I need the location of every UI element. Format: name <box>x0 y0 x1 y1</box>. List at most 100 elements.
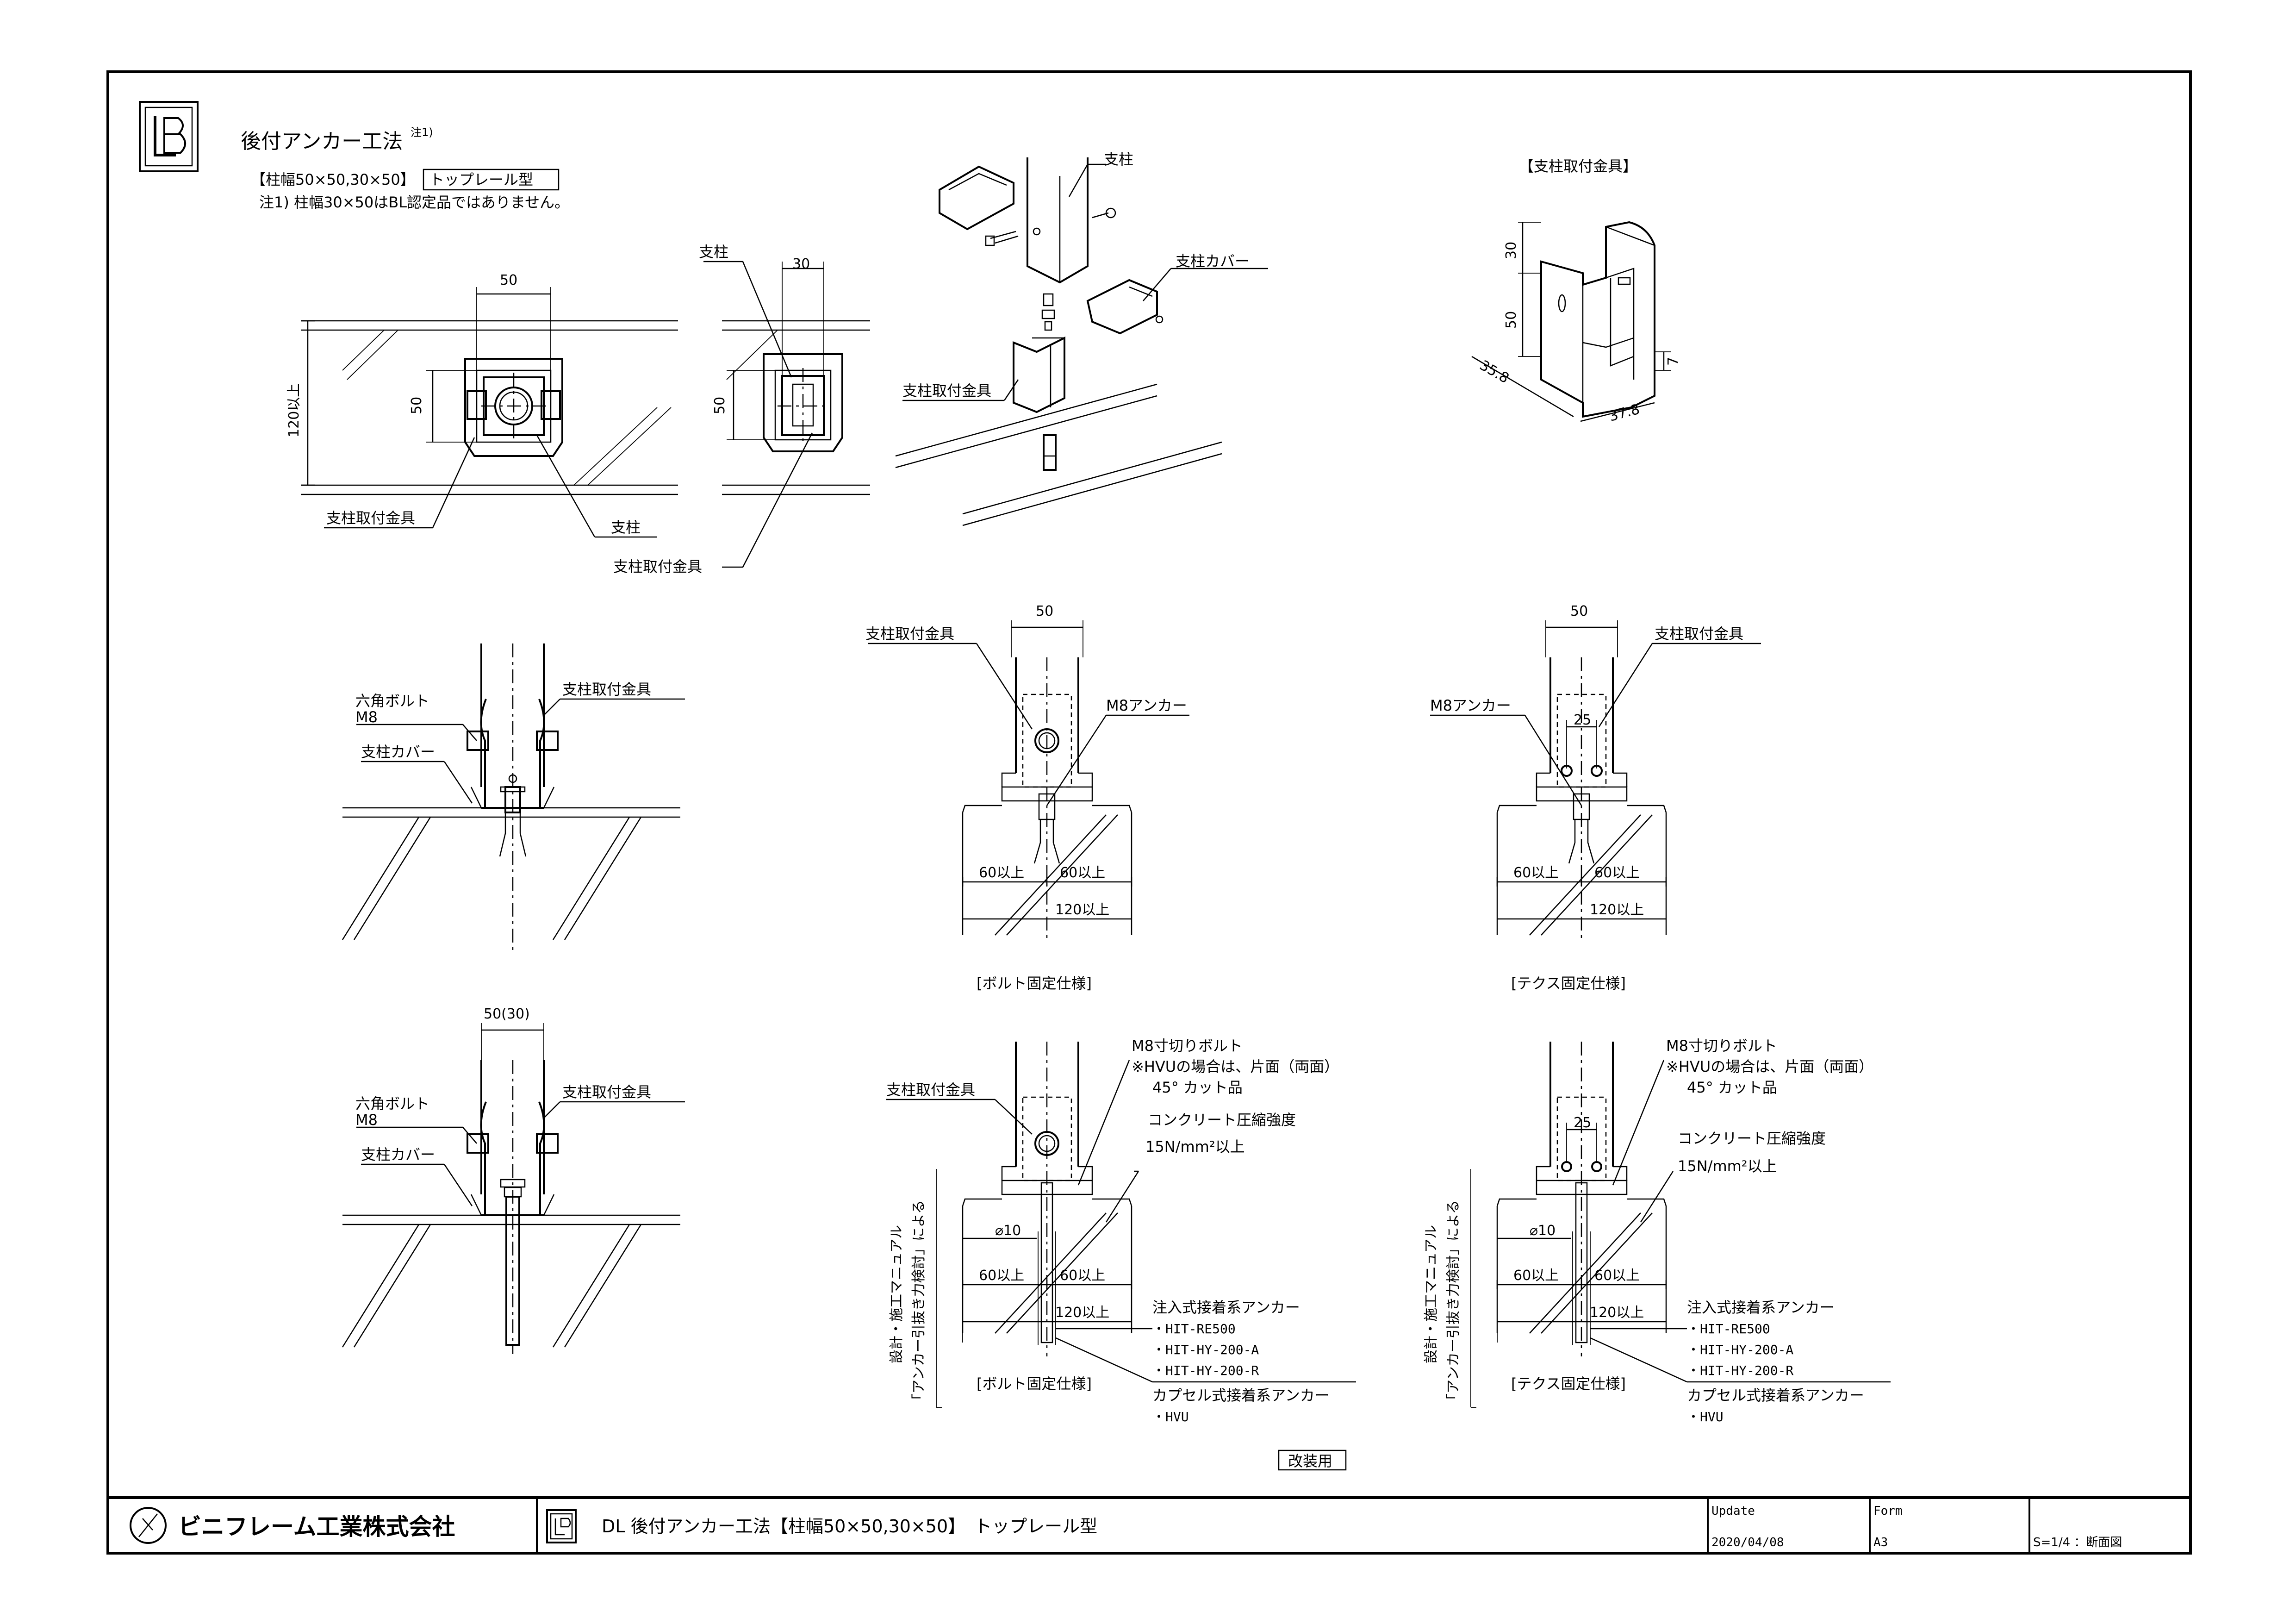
tex-top-label-bracket: 支柱取付金具 <box>1655 625 1743 643</box>
plan-left-overall-dim: 120以上 <box>286 383 302 437</box>
bracket-dim-50: 50 <box>1503 311 1519 329</box>
tex-bottom-vertical-note-2: 「アンカー引抜き力検討」による <box>1445 1200 1462 1407</box>
bolt-bottom-label-bolt: M8寸切りボルト <box>1132 1037 1243 1055</box>
tex-top-dim-left: 60以上 <box>1513 865 1559 881</box>
tex-bottom-anchor-type-2: カプセル式接着系アンカー <box>1687 1387 1864 1404</box>
tex-bottom-note-cut: 45° カット品 <box>1687 1079 1777 1096</box>
tex-bottom-anchor-item-4: ・HVU <box>1687 1409 1724 1424</box>
side-section-top <box>342 643 685 954</box>
drawing-frame <box>106 70 2192 1555</box>
update-value: 2020/04/08 <box>1711 1536 1784 1549</box>
bracket-dim-35-8: 35.8 <box>1477 357 1512 387</box>
tex-top-pitch: 25 <box>1574 712 1591 728</box>
bolt-bottom-anchor-item-2: ・HIT-HY-200-A <box>1152 1342 1259 1357</box>
company-name: ビニフレーム工業株式会社 <box>178 1513 455 1540</box>
side-top-label-bolt: 六角ボルト <box>355 692 429 710</box>
tex-top-dim-right: 60以上 <box>1594 865 1640 881</box>
spec-bracket: 【柱幅50×50,30×50】 <box>251 171 415 188</box>
page-title: 後付アンカー工法 <box>241 130 403 153</box>
plan-left-width-dim: 50 <box>500 272 517 288</box>
revision-label: 改装用 <box>1288 1452 1332 1470</box>
update-label: Update <box>1711 1504 1755 1518</box>
bolt-bottom-anchor-item-1: ・HIT-RE500 <box>1152 1321 1236 1337</box>
drawing-title: DL 後付アンカー工法【柱幅50×50,30×50】 トップレール型 <box>602 1516 1097 1537</box>
side-section-bottom <box>342 1023 685 1354</box>
bolt-bottom-dim-right: 60以上 <box>1060 1268 1105 1284</box>
tex-bottom-concrete: コンクリート圧縮強度 <box>1678 1130 1826 1147</box>
tex-bottom-pitch: 25 <box>1574 1115 1591 1131</box>
bolt-bottom-anchor-type-1: 注入式接着系アンカー <box>1152 1299 1300 1316</box>
plan-right-width-dim: 30 <box>792 256 810 272</box>
tex-bottom-anchor-item-3: ・HIT-HY-200-R <box>1687 1363 1793 1378</box>
side-bottom-label-bolt-size: M8 <box>355 1111 378 1129</box>
side-top-label-cover: 支柱カバー <box>361 743 435 761</box>
bracket-detail-iso <box>1471 221 1671 422</box>
plan-left-label-post: 支柱 <box>611 518 641 536</box>
bolt-fix-bottom-section <box>886 1042 1356 1408</box>
title-block <box>130 1498 2030 1553</box>
bolt-bottom-caption: [ボルト固定仕様] <box>977 1375 1092 1393</box>
tex-top-dim-total: 120以上 <box>1590 902 1644 918</box>
bolt-top-dim-left: 60以上 <box>979 865 1024 881</box>
tex-bottom-anchor-type-1: 注入式接着系アンカー <box>1687 1299 1835 1316</box>
title-note-mark: 注1) <box>411 126 433 139</box>
tex-bottom-dim-left: 60以上 <box>1513 1268 1559 1284</box>
bolt-bottom-concrete: コンクリート圧縮強度 <box>1148 1111 1296 1129</box>
plan-view-right <box>703 261 870 568</box>
tex-top-caption: [テクス固定仕様] <box>1511 974 1626 992</box>
side-bottom-width-dim: 50(30) <box>484 1006 530 1022</box>
bolt-top-dim-right: 60以上 <box>1060 865 1105 881</box>
tex-bottom-anchor-item-2: ・HIT-HY-200-A <box>1687 1342 1793 1357</box>
bolt-bottom-dia: ⌀10 <box>995 1223 1021 1239</box>
side-bottom-label-bracket: 支柱取付金具 <box>562 1083 651 1101</box>
bolt-bottom-vertical-note-1: 設計・施工マニュアル <box>889 1225 905 1363</box>
bracket-dim-30: 30 <box>1503 242 1519 259</box>
bolt-bottom-label-bracket: 支柱取付金具 <box>886 1081 975 1099</box>
bolt-bottom-anchor-type-2: カプセル式接着系アンカー <box>1152 1387 1330 1404</box>
iso-label-cover: 支柱カバー <box>1176 252 1250 270</box>
spec-type: トップレール型 <box>429 171 533 188</box>
side-top-label-bolt-size: M8 <box>355 708 378 726</box>
bolt-top-label-bracket: 支柱取付金具 <box>865 625 954 643</box>
bolt-top-caption: [ボルト固定仕様] <box>977 974 1092 992</box>
bracket-dim-7: 7 <box>1665 357 1681 366</box>
tex-fix-bottom-section <box>1470 1042 1891 1408</box>
tex-bottom-dim-total: 120以上 <box>1590 1305 1644 1321</box>
side-bottom-label-cover: 支柱カバー <box>361 1146 435 1163</box>
bracket-detail-title: 【支柱取付金具】 <box>1519 157 1637 175</box>
iso-exploded-view <box>895 157 1268 526</box>
form-label: Form <box>1873 1504 1903 1518</box>
tex-bottom-dia: ⌀10 <box>1530 1223 1556 1239</box>
bolt-bottom-dim-total: 120以上 <box>1055 1305 1109 1321</box>
tex-fix-top-section <box>1430 620 1761 940</box>
side-top-label-bracket: 支柱取付金具 <box>562 681 651 698</box>
bolt-bottom-vertical-note-2: 「アンカー引抜き力検討」による <box>911 1200 927 1407</box>
tex-bottom-vertical-note-1: 設計・施工マニュアル <box>1423 1225 1439 1363</box>
revision-box <box>1278 1449 1347 1471</box>
side-bottom-label-bolt: 六角ボルト <box>355 1095 429 1112</box>
bolt-bottom-anchor-item-3: ・HIT-HY-200-R <box>1152 1363 1259 1378</box>
bolt-bottom-dim-left: 60以上 <box>979 1268 1024 1284</box>
form-value: A3 <box>1873 1536 1888 1549</box>
tex-bottom-strength: 15N/mm²以上 <box>1678 1157 1777 1175</box>
iso-label-post: 支柱 <box>1104 150 1133 168</box>
bolt-bottom-strength: 15N/mm²以上 <box>1145 1138 1245 1156</box>
bolt-top-width-dim: 50 <box>1036 603 1053 619</box>
iso-label-bracket: 支柱取付金具 <box>902 382 991 400</box>
plan-right-label-bracket: 支柱取付金具 <box>613 558 702 575</box>
bolt-top-label-anchor: M8アンカー <box>1106 697 1187 714</box>
tex-bottom-label-bolt: M8寸切りボルト <box>1666 1037 1777 1055</box>
lb-logo <box>139 101 199 172</box>
bolt-top-dim-total: 120以上 <box>1055 902 1109 918</box>
bolt-bottom-note-cut: 45° カット品 <box>1152 1079 1243 1096</box>
tex-bottom-anchor-item-1: ・HIT-RE500 <box>1687 1321 1770 1337</box>
spec-type-box <box>423 169 560 191</box>
scale-label: S=1/4 ：断面図 <box>2033 1536 2122 1549</box>
bolt-bottom-note-hvu: ※HVUの場合は、片面（両面） <box>1132 1058 1339 1075</box>
tex-bottom-dim-right: 60以上 <box>1594 1268 1640 1284</box>
plan-left-label-bracket: 支柱取付金具 <box>326 509 415 527</box>
tex-top-label-anchor: M8アンカー <box>1430 697 1511 714</box>
tex-bottom-note-hvu: ※HVUの場合は、片面（両面） <box>1666 1058 1873 1075</box>
bolt-bottom-anchor-item-4: ・HVU <box>1152 1409 1189 1424</box>
tex-top-width-dim: 50 <box>1570 603 1588 619</box>
